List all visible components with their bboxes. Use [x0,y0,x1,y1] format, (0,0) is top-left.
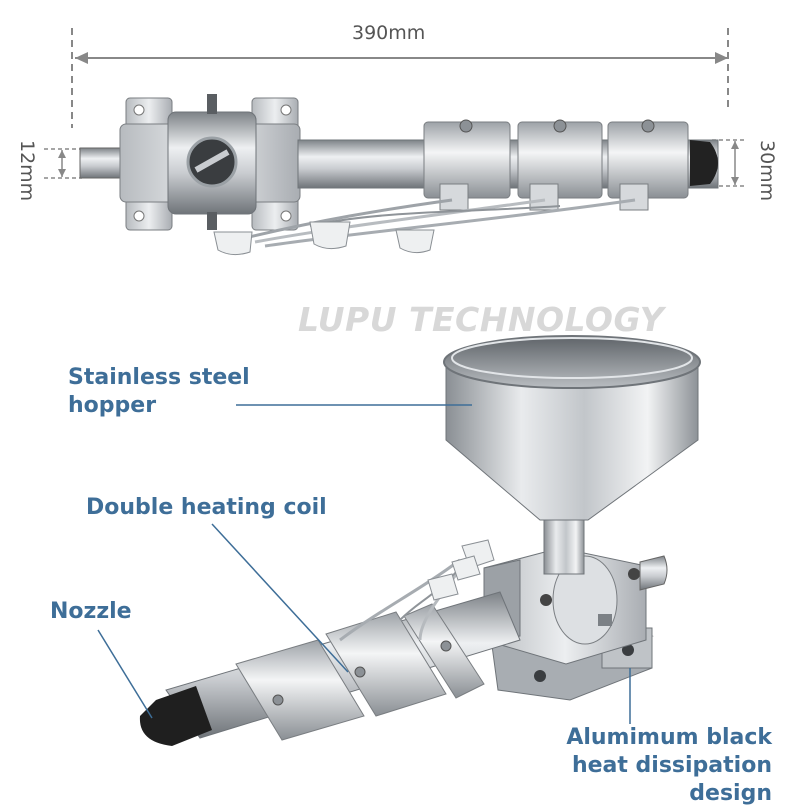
shaft-diameter-label: 12mm [16,140,38,202]
heating-band [325,611,447,717]
length-arrow-left [75,52,88,64]
hopper-neck [543,515,585,575]
hopper-callout-line1: Stainless steel [68,365,250,390]
heater-wire [339,558,461,642]
base-callout-line2: heat dissipation design [571,753,772,806]
top-view [44,28,746,256]
nozzle-arrow-top [731,141,739,149]
band-screw [553,119,567,133]
wire-connector [451,555,481,581]
coil-leader [211,523,349,673]
band-terminal [439,183,469,211]
nozzle-tip [690,140,718,186]
band-screw [272,694,284,706]
block-hole [540,594,552,606]
callout-leaders [97,404,631,724]
band-screw [354,666,366,678]
nozzle-leader [97,629,153,719]
length-dimension-label: 390mm [352,22,426,44]
heater-wire [264,198,636,248]
base-callout-line1: Alumimum black [566,725,772,750]
wire-connector [213,231,253,256]
perspective-view [139,335,701,746]
coil-callout: Double heating coil [86,495,327,520]
heater-wire [244,198,453,240]
band-screw [440,640,452,652]
set-screw [598,614,612,626]
bolt-hole [280,210,292,222]
band-terminal [619,183,649,211]
bolt-hole [280,104,292,116]
length-arrow-right [715,52,728,64]
nozzle-tip [139,686,212,746]
nozzle-callout: Nozzle [50,599,132,624]
base-hole [534,670,546,682]
nozzle-diameter-label: 30mm [756,140,778,202]
heater-wire [399,565,463,621]
band-screw [641,119,655,133]
shaft-arrow-top [58,150,66,158]
wire-connector [427,573,459,601]
feed-port-screw [194,149,230,173]
set-screw [207,94,217,114]
base-hole [622,644,634,656]
hopper-rim-lip [451,337,693,379]
drive-shaft [79,147,125,179]
heating-band [235,639,365,741]
hopper-callout-line2: hopper [68,393,157,418]
hopper-callout: Stainless steel hopper [68,364,250,420]
heater-wire [309,205,561,227]
nozzle-arrow-bottom [731,177,739,185]
block-hole [628,568,640,580]
wire-connector [309,221,351,250]
shaft-arrow-bottom [58,169,66,177]
band-screw [459,119,473,133]
set-screw [207,212,217,230]
bolt-hole [133,104,145,116]
wire-connector [395,229,435,254]
brand-watermark: LUPU TECHNOLOGY [298,300,665,339]
bolt-hole [133,210,145,222]
drive-shaft [639,555,668,591]
base-callout: Alumimum black heat dissipation design [500,724,772,808]
heater-wire [254,198,546,244]
